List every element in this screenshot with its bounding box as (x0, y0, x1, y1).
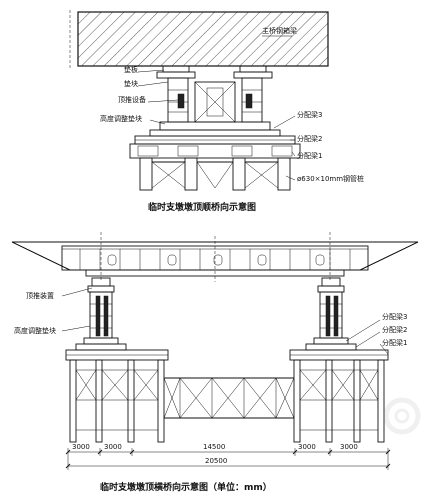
height-adjust-block (159, 121, 271, 131)
label-beam1-bottom: 分配梁1 (382, 338, 407, 347)
right-distribution-beams (289, 337, 389, 361)
caption-top: 临时支墩墩顶顺桥向示意图 (148, 201, 256, 213)
left-distribution-beams (65, 337, 169, 361)
label-height-adjust: 高度调整垫块 (100, 114, 142, 123)
label-height-adjust-bottom: 高度调整垫块 (14, 326, 56, 335)
watermark-gear-icon (383, 397, 421, 435)
label-jacking-device: 顶推设备 (118, 95, 146, 104)
dim-3000-c: 3000 (298, 443, 316, 451)
left-jacking-column (87, 277, 115, 339)
transverse-view: 顶推装置 高度调整垫块 分配梁3 分配梁2 分配梁1 3000 3000 145… (11, 232, 419, 493)
label-pad-block: 垫块 (124, 79, 138, 88)
right-jacking-column (317, 277, 345, 339)
label-beam3-bottom: 分配梁3 (382, 312, 407, 321)
pad-plate-right (239, 65, 267, 73)
leader-lines-bottom (61, 287, 389, 355)
dim-14500: 14500 (203, 443, 225, 451)
dimension-lines (65, 448, 391, 470)
pier-bracing (75, 369, 379, 431)
longitudinal-view: 主桥钢箱梁 垫板 垫块 顶推设备 高度调整垫块 分配梁3 分配梁2 分配梁1 ø… (69, 10, 364, 213)
steel-pipe-piles (139, 157, 291, 191)
dim-20500: 20500 (205, 457, 227, 465)
leader-lines-top (69, 10, 296, 181)
pile-columns (69, 359, 385, 443)
pad-block-left (156, 71, 196, 79)
main-girder (77, 11, 329, 67)
connecting-truss (163, 377, 295, 419)
label-pad-plate: 垫板 (124, 65, 138, 74)
label-jacking-device-bottom: 顶推装置 (26, 291, 54, 300)
distribution-beam-1 (129, 143, 301, 159)
pad-plate-left (162, 65, 190, 73)
label-beam2-bottom: 分配梁2 (382, 325, 407, 334)
jacking-frame (167, 77, 263, 123)
label-steel-pipe: ø630×10mm钢管桩 (297, 174, 364, 183)
label-beam3: 分配梁3 (297, 110, 322, 119)
distribution-beam-3 (149, 129, 281, 137)
dim-3000-a: 3000 (72, 443, 90, 451)
label-beam2: 分配梁2 (297, 134, 322, 143)
label-beam1: 分配梁1 (297, 151, 322, 160)
dim-3000-b: 3000 (104, 443, 122, 451)
dim-3000-d: 3000 (340, 443, 358, 451)
label-main-girder: 主桥钢箱梁 (262, 26, 297, 35)
pad-block-right (233, 71, 273, 79)
box-girder (11, 232, 419, 282)
caption-bottom: 临时支墩墩顶横桥向示意图（单位：mm） (100, 481, 272, 493)
